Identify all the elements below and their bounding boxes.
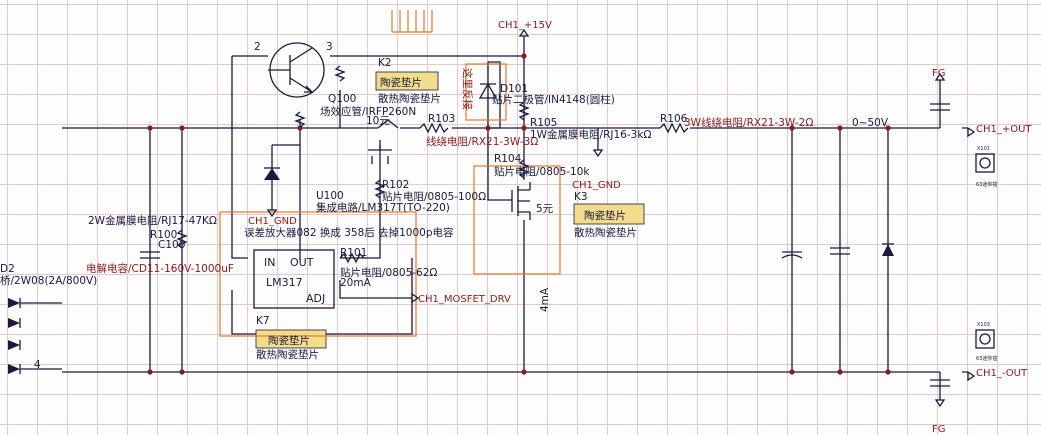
error-amp-note: 误差放大器082 换成 358后 去掉1000p电容 [244, 226, 454, 239]
k2-desc: 散热陶瓷垫片 [378, 92, 441, 105]
r105-ref: R105 [530, 117, 557, 129]
k7-desc: 散热陶瓷垫片 [256, 348, 319, 361]
d101-side-note: 这里反接 [461, 68, 474, 110]
lm317-in: IN [264, 256, 275, 269]
k3-ref: K3 [574, 191, 588, 203]
net-out-plus: CH1_+OUT [976, 124, 1032, 135]
k3-desc: 散热陶瓷垫片 [574, 226, 637, 239]
q100-ref: Q100 [328, 93, 356, 105]
lm317-adj: ADJ [306, 292, 325, 305]
pot-arrow [377, 119, 399, 129]
c100-desc: 电解电容/CD11-160V-1000uF [86, 262, 234, 275]
net-gnd-left: CH1_GND [248, 216, 297, 227]
pad-k3 [573, 203, 645, 225]
r103-desc: 线绕电阻/RX21-3W-3Ω [426, 135, 538, 148]
pin-label-2: 2 [254, 41, 261, 53]
r100-desc: 2W金属膜电阻/RJ17-47KΩ [88, 214, 217, 227]
r100-ref: R100 [150, 229, 177, 241]
r101-ref: R101 [340, 247, 367, 259]
pot-price-label: 10元 [366, 115, 390, 127]
junction-dots [147, 53, 891, 375]
r106-ref: R106 [660, 113, 688, 125]
five-yuan-label: 5元 [536, 203, 554, 215]
r105-desc: 1W金属膜电阻/RJ16-3kΩ [530, 128, 651, 141]
d101-desc: 贴片二极管/IN4148(圆柱) [492, 93, 615, 106]
capacitor-symbols [140, 103, 950, 387]
heatsink-box-right [473, 165, 561, 275]
net-plus15: CH1_+15V [498, 20, 552, 31]
net-mosfet-drv: CH1_MOSFET_DRV [418, 294, 511, 305]
r102-desc: 贴片电阻/0805-100Ω [382, 190, 486, 203]
net-fg-top: FG [932, 68, 946, 79]
bridge-ref: D2 [0, 263, 15, 275]
k7-ref: K7 [256, 315, 270, 327]
r103-ref: R103 [428, 113, 455, 125]
bridge-desc: 桥/2W08(2A/800V) [0, 275, 97, 287]
k2-pad: 陶瓷垫片 [380, 76, 422, 89]
u100-desc: 集成电路/LM317T(TO-220) [316, 201, 450, 214]
current-4ma-label: 4mA [539, 287, 551, 312]
k3-pad: 陶瓷垫片 [584, 209, 626, 222]
net-arrows [266, 28, 976, 408]
resistor-symbols [176, 65, 689, 264]
pin-label-3: 3 [326, 41, 333, 53]
r102-ref: R102 [382, 179, 409, 191]
net-fg-bottom: FG [932, 424, 946, 435]
top-partial-component [391, 10, 433, 33]
d101-ref: D101 [500, 83, 528, 95]
q100-desc: 场效应管/IRFP260N [320, 105, 416, 118]
pin-label-4: 4 [34, 359, 41, 371]
x101-ref: X101 [977, 146, 990, 152]
lm317-body [253, 249, 335, 309]
pad-k7 [255, 329, 327, 349]
net-out-minus: CH1_-OUT [976, 368, 1028, 379]
c100-ref: C100 [158, 239, 185, 251]
jack-symbols [975, 153, 995, 349]
mosfet-symbol [368, 140, 531, 220]
k2-ref: K2 [378, 57, 392, 69]
r104-ref: R104 [494, 153, 522, 165]
r101-current: 20mA [340, 277, 372, 289]
diode-box [465, 63, 507, 121]
diode-symbols [8, 82, 894, 374]
r104-desc: 贴片电阻/0805-10k [494, 165, 590, 178]
r106-desc: 3W线绕电阻/RX21-3W-2Ω [684, 116, 813, 129]
range-label: 0~50V [852, 117, 889, 129]
pad-k2 [375, 71, 439, 91]
u100-ref: U100 [316, 190, 344, 202]
heatsink-box-left [219, 211, 417, 337]
x103-desc: 63迷你插 [976, 355, 997, 362]
k7-pad: 陶瓷垫片 [268, 334, 310, 347]
x103-ref: X103 [977, 322, 990, 328]
net-gnd-mid: CH1_GND [572, 180, 621, 191]
lm317-out: OUT [290, 256, 314, 269]
r101-desc: 贴片电阻/0805-62Ω [340, 266, 437, 279]
transistor-q100 [268, 42, 325, 98]
lm317-name: LM317 [266, 276, 303, 289]
x101-desc: 63迷你插 [976, 181, 997, 188]
